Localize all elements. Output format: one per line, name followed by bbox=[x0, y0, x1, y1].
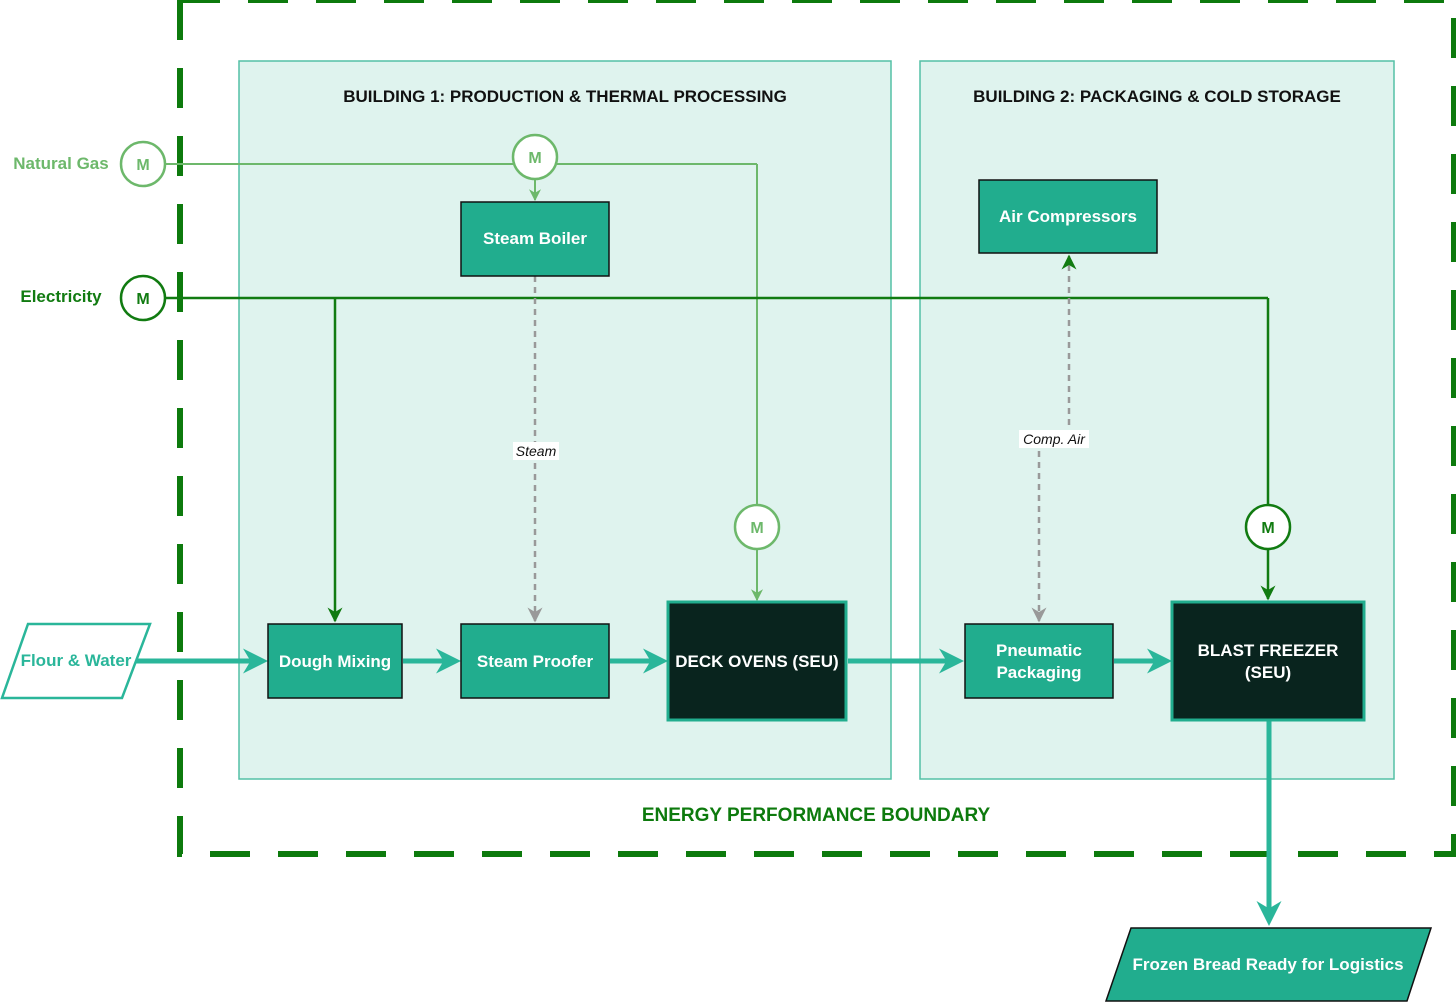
output-label: Frozen Bread Ready for Logistics bbox=[1132, 955, 1403, 974]
steam-proofer-label: Steam Proofer bbox=[477, 652, 594, 671]
electricity-label: Electricity bbox=[20, 287, 102, 306]
dough-mixing-label: Dough Mixing bbox=[279, 652, 391, 671]
pneumatic-packaging-label-2: Packaging bbox=[996, 663, 1081, 682]
freezer-electricity-meter: M bbox=[1244, 503, 1292, 551]
dough-mixing-box[interactable]: Dough Mixing bbox=[267, 623, 403, 699]
ovens-gas-meter-label: M bbox=[750, 520, 763, 537]
electricity-meter-label: M bbox=[136, 291, 149, 308]
electricity-source: Electricity M bbox=[20, 274, 167, 322]
deck-ovens-label: DECK OVENS (SEU) bbox=[675, 652, 838, 671]
blast-freezer-box[interactable]: BLAST FREEZER (SEU) bbox=[1170, 600, 1366, 722]
steam-label: Steam bbox=[516, 443, 557, 459]
boundary-label: ENERGY PERFORMANCE BOUNDARY bbox=[642, 805, 991, 826]
electricity-lines bbox=[165, 296, 1276, 623]
blast-freezer-label-1: BLAST FREEZER bbox=[1198, 641, 1339, 660]
compressed-air-flow: Comp. Air bbox=[1019, 254, 1089, 623]
output-frozen-bread[interactable]: Frozen Bread Ready for Logistics bbox=[1104, 927, 1433, 1002]
natural-gas-main-meter bbox=[119, 140, 167, 188]
steam-flow: Steam bbox=[513, 276, 559, 623]
deck-ovens-box[interactable]: DECK OVENS (SEU) bbox=[666, 600, 848, 722]
natural-gas-meter-label: M bbox=[136, 157, 149, 174]
natural-gas-lines bbox=[165, 163, 763, 602]
input-flour-water[interactable]: Flour & Water bbox=[0, 622, 152, 700]
air-compressors-box[interactable]: Air Compressors bbox=[978, 179, 1158, 254]
air-compressors-label: Air Compressors bbox=[999, 207, 1137, 226]
building-2-title: BUILDING 2: PACKAGING & COLD STORAGE bbox=[973, 87, 1341, 106]
blast-freezer-label-2: (SEU) bbox=[1245, 663, 1291, 682]
energy-performance-boundary: ENERGY PERFORMANCE BOUNDARY bbox=[177, 0, 1456, 857]
pneumatic-packaging-box[interactable]: Pneumatic Packaging bbox=[964, 623, 1114, 699]
compressed-air-label: Comp. Air bbox=[1023, 431, 1086, 447]
freezer-electricity-meter-label: M bbox=[1261, 520, 1274, 537]
natural-gas-source: Natural Gas M bbox=[13, 140, 167, 188]
ovens-gas-meter: M bbox=[733, 503, 781, 551]
boiler-gas-meter: M bbox=[511, 133, 559, 181]
steam-boiler-box[interactable]: Steam Boiler bbox=[460, 201, 610, 277]
building-1-title: BUILDING 1: PRODUCTION & THERMAL PROCESS… bbox=[343, 87, 787, 106]
natural-gas-label: Natural Gas bbox=[13, 154, 108, 173]
electricity-main-meter bbox=[119, 274, 167, 322]
steam-boiler-label: Steam Boiler bbox=[483, 229, 587, 248]
pneumatic-packaging-label-1: Pneumatic bbox=[996, 641, 1082, 660]
input-label: Flour & Water bbox=[21, 651, 132, 670]
product-flow bbox=[134, 648, 1282, 926]
boiler-gas-meter-label: M bbox=[528, 150, 541, 167]
steam-proofer-box[interactable]: Steam Proofer bbox=[460, 623, 610, 699]
